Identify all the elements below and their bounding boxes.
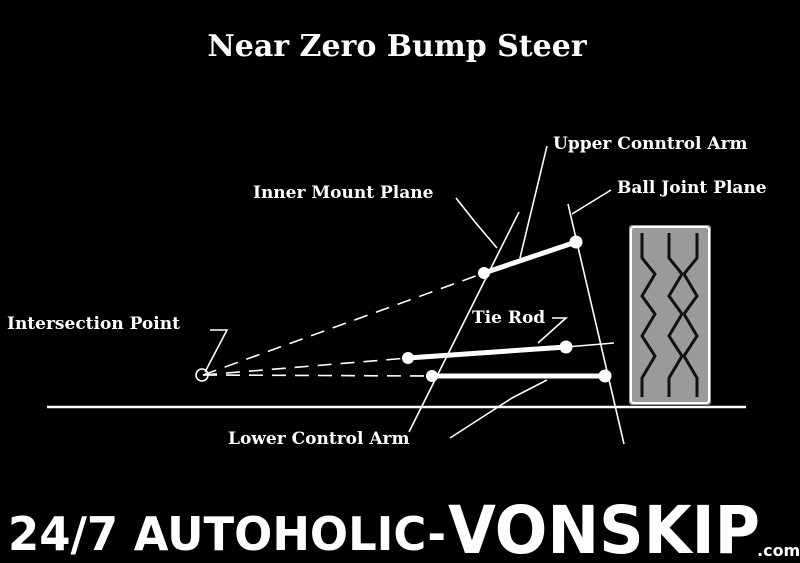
inner-mount-plane-leader [455,197,498,249]
upper-ball-joint [569,235,583,249]
tread-left [640,233,657,397]
brand-prefix: 24/7 AUTOHOLIC- [8,507,446,561]
tie-rod-outer-joint [559,340,573,354]
lower-control-arm-leader [449,379,548,439]
lower-arm-inner-joint [426,370,438,382]
label-lower-control-arm: Lower Control Arm [228,429,410,449]
upper-control-arm [483,239,577,276]
brand-watermark: 24/7 AUTOHOLIC- VONSKIP .com [8,492,800,563]
tread-right [682,233,699,397]
upper-arm-leader [519,145,548,259]
ball-joint-plane-leader [571,189,612,215]
tread-center [667,233,684,397]
brand-suffix: .com [757,541,800,560]
upper-arm-inner-joint [478,267,490,279]
tire-outline [630,226,710,404]
label-tie-rod: Tie Rod [472,308,545,328]
intersection-point-leader [204,329,229,373]
lower-ball-joint [598,369,612,383]
tire [629,225,711,405]
tie-rod-extension [202,357,409,376]
label-inner-mount-plane: Inner Mount Plane [253,183,434,203]
tie-rod [407,344,567,361]
tie-rod-steering-arm [565,342,615,348]
upper-arm-extension [202,272,485,376]
intersection-point-marker [195,368,209,382]
label-intersection-point: Intersection Point [7,314,180,334]
brand-name: VONSKIP [448,492,760,563]
tire-body [629,225,711,405]
inner-mount-plane-line [408,211,520,433]
tie-rod-leader [537,317,569,344]
label-upper-control-arm: Upper Conntrol Arm [553,134,748,154]
label-ball-joint-plane: Ball Joint Plane [617,178,767,198]
diagram-title: Near Zero Bump Steer [207,29,587,64]
lower-arm-extension [202,374,433,377]
tie-rod-inner-joint [402,352,414,364]
